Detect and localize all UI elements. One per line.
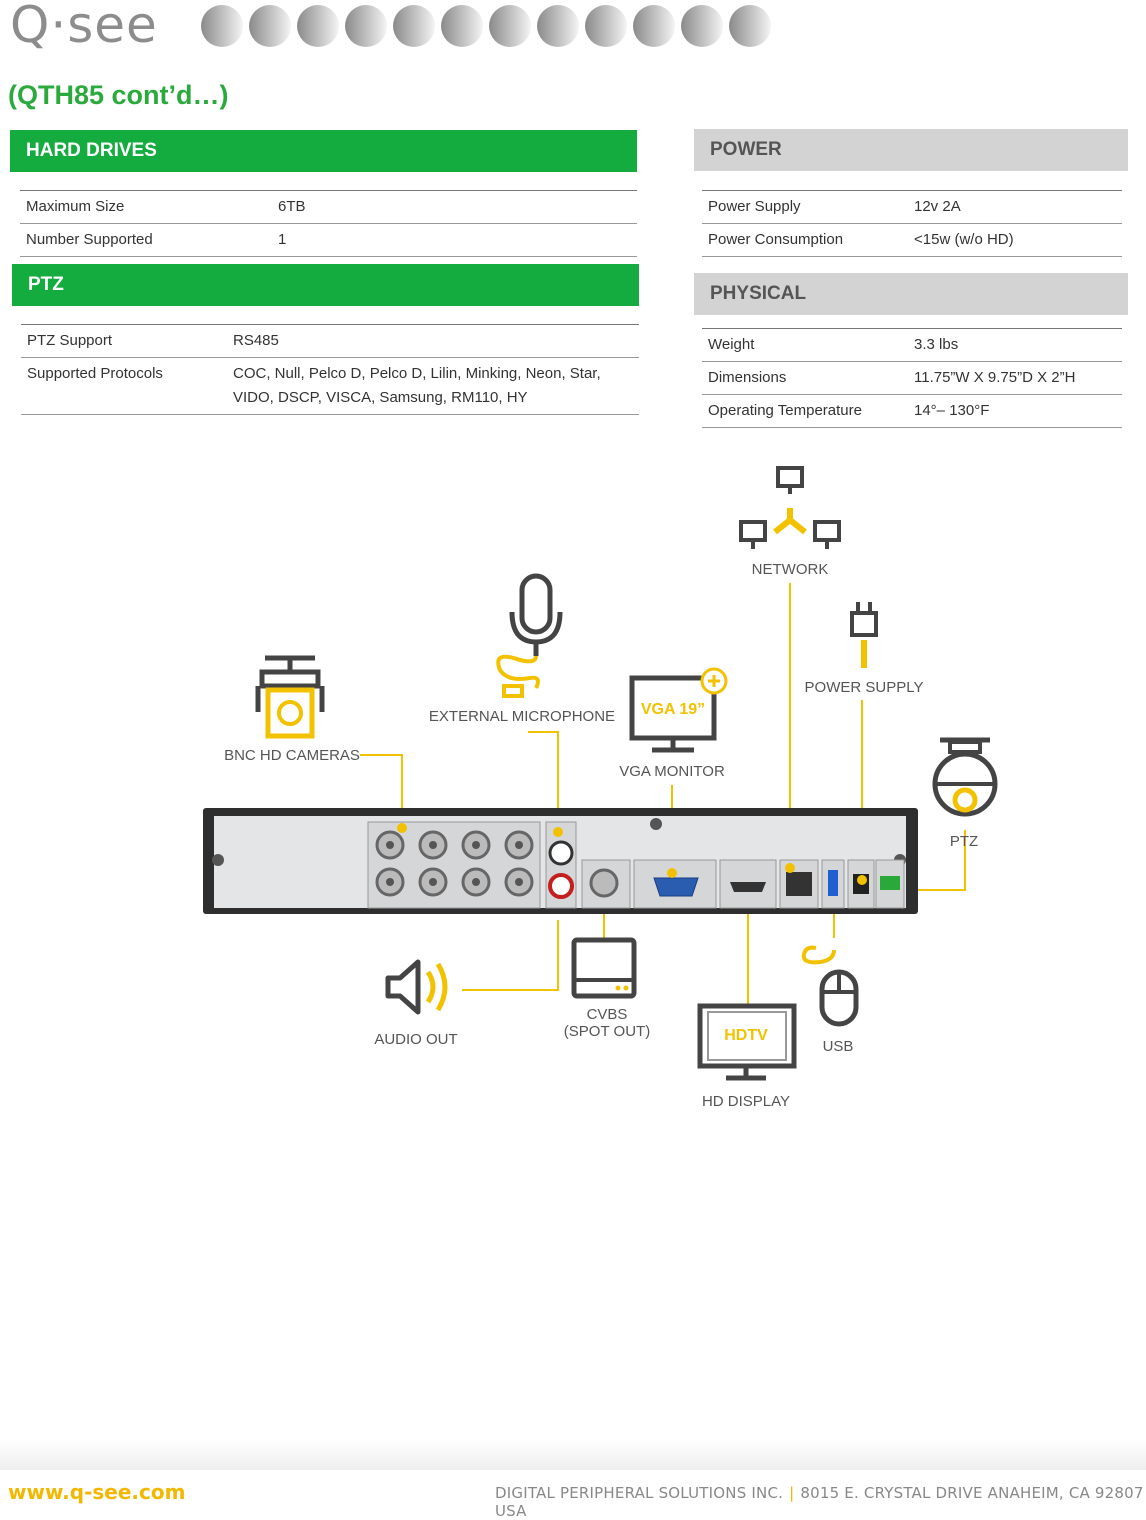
vga-monitor-icon bbox=[629, 667, 728, 753]
spec-value: COC, Null, Pelco D, Pelco D, Lilin, Mink… bbox=[227, 357, 639, 415]
table-row: Weight 3.3 lbs bbox=[702, 328, 1122, 362]
dvr-rear-panel bbox=[203, 808, 918, 914]
footer-website-link[interactable]: www.q-see.com bbox=[8, 1480, 186, 1504]
spec-value: 12v 2A bbox=[908, 190, 1122, 224]
footer-band bbox=[0, 1440, 1146, 1470]
spec-label: Maximum Size bbox=[20, 190, 272, 224]
spec-label: Power Supply bbox=[702, 190, 908, 224]
table-row: Operating Temperature 14°– 130°F bbox=[702, 394, 1122, 428]
spec-value: 6TB bbox=[272, 190, 637, 224]
spec-value: 14°– 130°F bbox=[908, 394, 1122, 428]
spec-label: Number Supported bbox=[20, 223, 272, 257]
vga-monitor-label: VGA MONITOR bbox=[619, 763, 725, 780]
table-row: Maximum Size 6TB bbox=[20, 190, 637, 224]
cvbs-monitor-icon bbox=[571, 937, 637, 999]
power-plug-icon bbox=[850, 602, 878, 668]
footer-company: DIGITAL PERIPHERAL SOLUTIONS INC. bbox=[495, 1484, 784, 1502]
spec-label: Dimensions bbox=[702, 361, 908, 395]
usb-label: USB bbox=[823, 1038, 854, 1055]
footer-address: DIGITAL PERIPHERAL SOLUTIONS INC.|8015 E… bbox=[495, 1484, 1146, 1520]
spec-label: PTZ Support bbox=[21, 324, 227, 358]
physical-header: PHYSICAL bbox=[694, 273, 1128, 315]
power-supply-label: POWER SUPPLY bbox=[805, 679, 924, 696]
page-subtitle: (QTH85 cont’d…) bbox=[8, 80, 229, 110]
network-icon bbox=[739, 466, 841, 549]
network-label: NETWORK bbox=[752, 561, 829, 578]
ptz-header: PTZ bbox=[12, 264, 639, 306]
cvbs-label: CVBS bbox=[587, 1006, 628, 1023]
power-table: Power Supply 12v 2A Power Consumption <1… bbox=[702, 190, 1122, 257]
ptz-camera-icon bbox=[932, 737, 998, 817]
ptz-label: PTZ bbox=[950, 833, 978, 850]
microphone-icon bbox=[496, 573, 563, 698]
table-row: Supported Protocols COC, Null, Pelco D, … bbox=[21, 357, 639, 415]
hd-display-label: HD DISPLAY bbox=[702, 1093, 790, 1110]
bnc-cameras-label: BNC HD CAMERAS bbox=[224, 747, 360, 764]
audio-out-label: AUDIO OUT bbox=[374, 1031, 457, 1048]
physical-table: Weight 3.3 lbs Dimensions 11.75”W X 9.75… bbox=[702, 328, 1122, 428]
spec-value: <15w (w/o HD) bbox=[908, 223, 1122, 257]
spec-value: 3.3 lbs bbox=[908, 328, 1122, 362]
hdtv-icon bbox=[697, 1003, 797, 1081]
table-row: Dimensions 11.75”W X 9.75”D X 2”H bbox=[702, 361, 1122, 395]
spec-value: 11.75”W X 9.75”D X 2”H bbox=[908, 361, 1122, 395]
mouse-icon bbox=[801, 945, 859, 1027]
hard-drives-table: Maximum Size 6TB Number Supported 1 bbox=[20, 190, 637, 257]
table-row: Power Supply 12v 2A bbox=[702, 190, 1122, 224]
hdtv-screen-label: HDTV bbox=[724, 1027, 768, 1044]
spec-label: Supported Protocols bbox=[21, 357, 227, 415]
connector-lines bbox=[360, 583, 966, 1005]
spec-value: 1 bbox=[272, 223, 637, 257]
connection-diagram: NETWORK POWER SUPPLY EXTERNAL MICROPHONE… bbox=[203, 466, 998, 1110]
power-header: POWER bbox=[694, 129, 1128, 171]
external-microphone-label: EXTERNAL MICROPHONE bbox=[429, 708, 615, 725]
footer-separator: | bbox=[789, 1484, 795, 1502]
spec-label: Weight bbox=[702, 328, 908, 362]
spec-label: Power Consumption bbox=[702, 223, 908, 257]
bnc-camera-icon bbox=[255, 655, 325, 739]
spot-out-label: (SPOT OUT) bbox=[564, 1023, 650, 1040]
table-row: Number Supported 1 bbox=[20, 223, 637, 257]
table-row: Power Consumption <15w (w/o HD) bbox=[702, 223, 1122, 257]
ptz-table: PTZ Support RS485 Supported Protocols CO… bbox=[21, 324, 639, 415]
hard-drives-header: HARD DRIVES bbox=[10, 130, 637, 172]
vga-screen-label: VGA 19” bbox=[641, 701, 705, 718]
table-row: PTZ Support RS485 bbox=[21, 324, 639, 358]
decorative-dots bbox=[201, 5, 771, 47]
speaker-icon bbox=[385, 959, 448, 1015]
spec-label: Operating Temperature bbox=[702, 394, 908, 428]
spec-value: RS485 bbox=[227, 324, 639, 358]
qsee-logo: Q·see bbox=[10, 0, 158, 54]
